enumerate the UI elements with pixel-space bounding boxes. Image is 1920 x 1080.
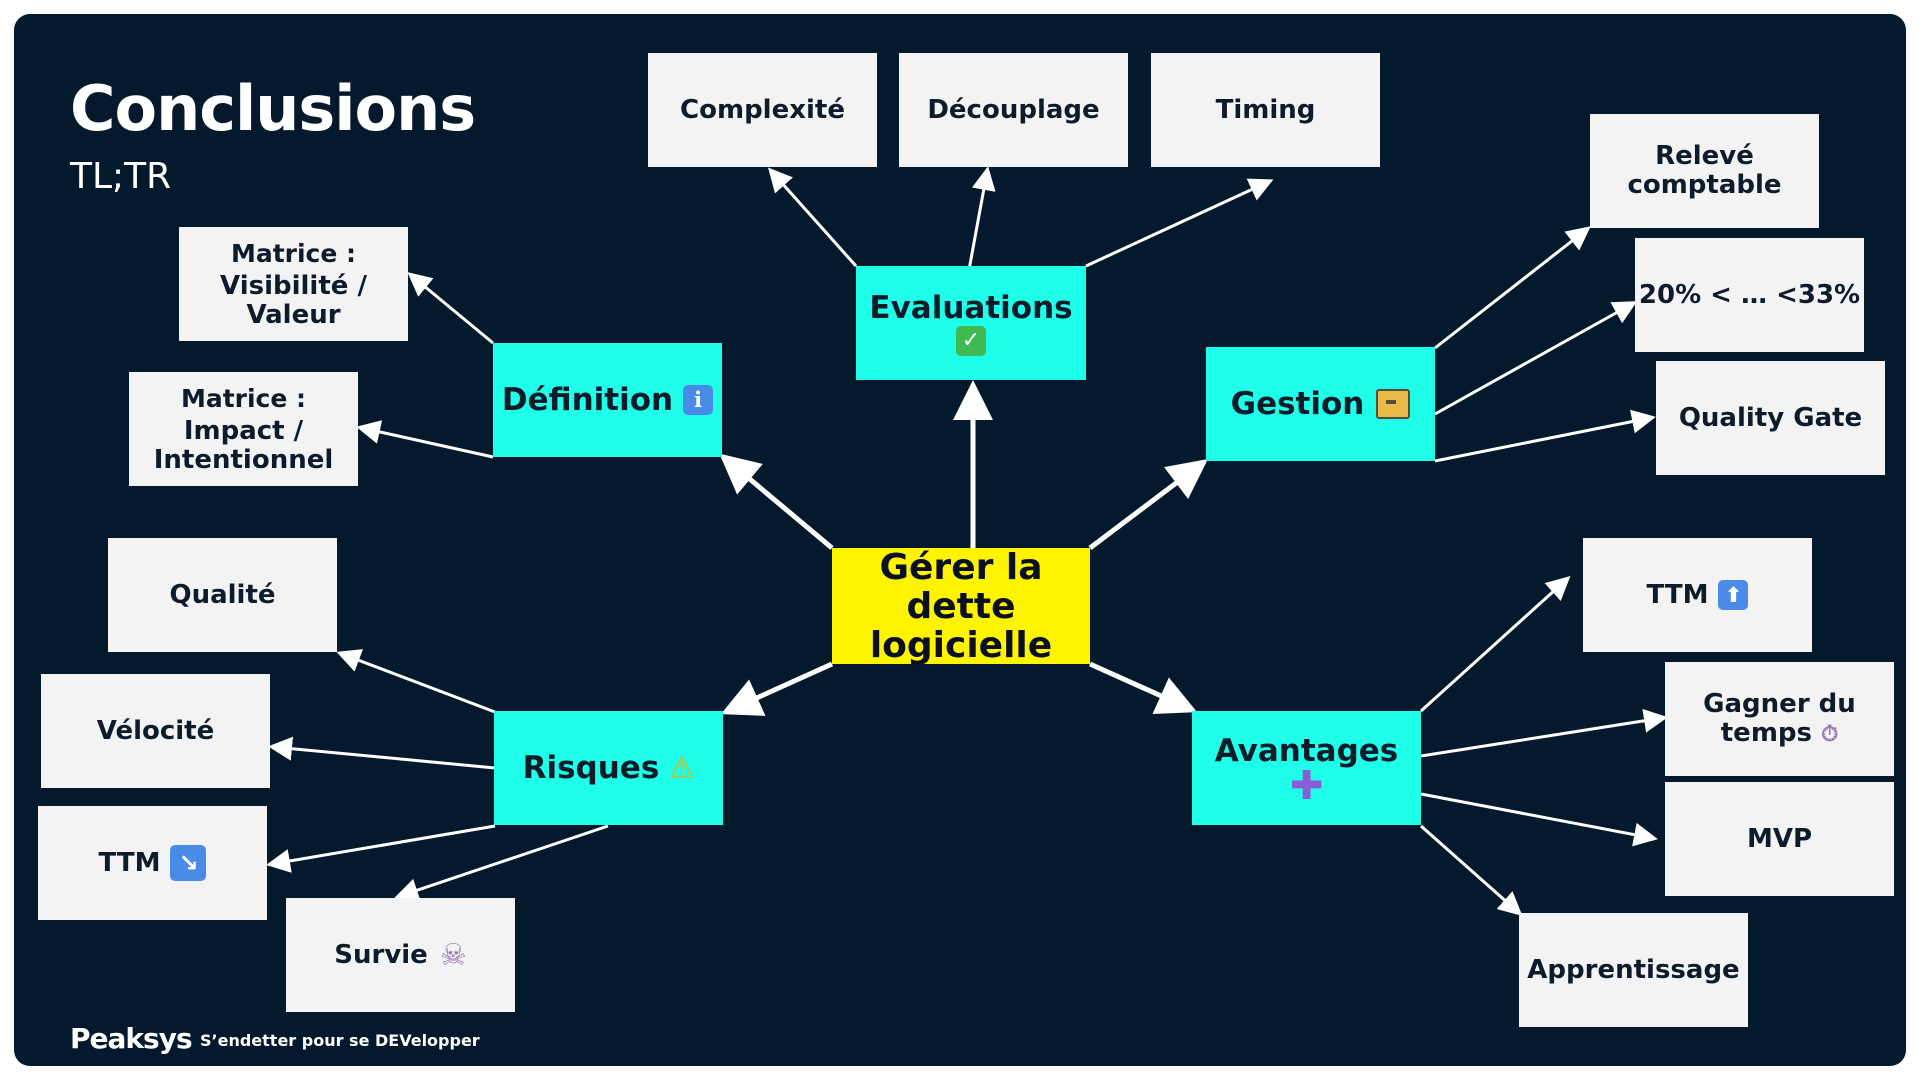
leaf-ratio: 20% < … <33% xyxy=(1635,238,1864,352)
warning-icon: ⚠ xyxy=(669,751,695,784)
leaf-quality-gate: Quality Gate xyxy=(1656,361,1885,475)
leaf-matrice-visibilite-line3: Valeur xyxy=(246,299,341,330)
center-node: Gérer la dette logicielle xyxy=(832,546,1090,666)
center-label-line2: logicielle xyxy=(869,624,1053,666)
leaf-complexite: Complexité xyxy=(648,53,877,167)
leaf-gagner-temps-line1: Gagner du xyxy=(1703,688,1856,719)
leaf-timing: Timing xyxy=(1151,53,1380,167)
center-label-line1: Gérer la dette xyxy=(879,546,1043,627)
peaksys-logo: Peaksys xyxy=(70,1022,193,1055)
leaf-releve-line2: comptable xyxy=(1627,170,1782,200)
leaf-matrice-visibilite: Matrice : Visibilité / Valeur xyxy=(179,227,408,341)
leaf-velocite-label: Vélocité xyxy=(96,715,215,746)
leaf-matrice-impact-line3: Intentionnel xyxy=(153,444,334,475)
category-evaluations: Evaluations ✓ xyxy=(856,266,1086,380)
category-evaluations-label: Evaluations xyxy=(869,290,1073,326)
leaf-ttm-risque: TTM ↘ xyxy=(38,806,267,920)
leaf-mvp-label: MVP xyxy=(1746,823,1813,854)
file-box-icon xyxy=(1376,389,1411,419)
arrow-down-right-icon: ↘ xyxy=(170,845,207,881)
leaf-ttm-avantage: TTM ⬆ xyxy=(1583,538,1812,652)
skull-crossbones-icon: ☠ xyxy=(439,937,467,973)
category-avantages-label: Avantages xyxy=(1214,733,1399,769)
leaf-gagner-temps: Gagner du temps ⏱ xyxy=(1665,662,1894,776)
plus-icon: ✚ xyxy=(1289,763,1324,809)
leaf-gagner-temps-line2-wrap: temps ⏱ xyxy=(1720,717,1839,749)
category-definition-label: Définition xyxy=(501,382,674,418)
footer-tagline: S’endetter pour se DEVelopper xyxy=(200,1031,480,1050)
leaf-releve-comptable: Relevé comptable xyxy=(1590,114,1819,228)
leaf-complexite-label: Complexité xyxy=(680,94,845,125)
leaf-ttm-risque-label: TTM xyxy=(98,847,161,878)
leaf-survie-label: Survie xyxy=(334,939,428,970)
category-avantages: Avantages ✚ xyxy=(1192,711,1421,825)
leaf-matrice-impact-line1: Matrice : xyxy=(180,383,307,413)
leaf-matrice-impact-line2: Impact / xyxy=(183,415,304,446)
leaf-releve-line1: Relevé xyxy=(1655,141,1754,171)
category-gestion-label: Gestion xyxy=(1230,386,1365,422)
info-icon: i xyxy=(683,385,714,415)
category-gestion: Gestion xyxy=(1206,347,1435,461)
leaf-apprentissage: Apprentissage xyxy=(1519,913,1748,1027)
category-risques: Risques ⚠ xyxy=(494,711,723,825)
category-risques-label: Risques xyxy=(522,750,660,786)
arrow-up-icon: ⬆ xyxy=(1718,580,1749,610)
leaf-quality-gate-label: Quality Gate xyxy=(1678,402,1863,433)
leaf-qualite-label: Qualité xyxy=(169,579,276,610)
leaf-ttm-avantage-label: TTM xyxy=(1646,579,1709,610)
page-subtitle: TL;TR xyxy=(70,156,172,197)
leaf-decouplage-label: Découplage xyxy=(927,94,1100,125)
check-mark-icon: ✓ xyxy=(956,326,986,356)
stopwatch-icon: ⏱ xyxy=(1821,721,1839,747)
leaf-timing-label: Timing xyxy=(1215,94,1316,125)
leaf-ratio-label: 20% < … <33% xyxy=(1638,279,1861,310)
leaf-matrice-visibilite-line1: Matrice : xyxy=(230,238,357,268)
leaf-decouplage: Découplage xyxy=(899,53,1128,167)
page-title: Conclusions xyxy=(70,72,476,145)
leaf-apprentissage-label: Apprentissage xyxy=(1527,954,1740,985)
leaf-survie: Survie ☠ xyxy=(286,898,515,1012)
leaf-velocite: Vélocité xyxy=(41,674,270,788)
leaf-matrice-visibilite-line2: Visibilité / xyxy=(220,270,367,301)
leaf-gagner-temps-line2: temps xyxy=(1720,717,1812,748)
category-definition: Définition i xyxy=(493,343,722,457)
leaf-mvp: MVP xyxy=(1665,782,1894,896)
leaf-matrice-impact: Matrice : Impact / Intentionnel xyxy=(129,372,358,486)
leaf-qualite: Qualité xyxy=(108,538,337,652)
